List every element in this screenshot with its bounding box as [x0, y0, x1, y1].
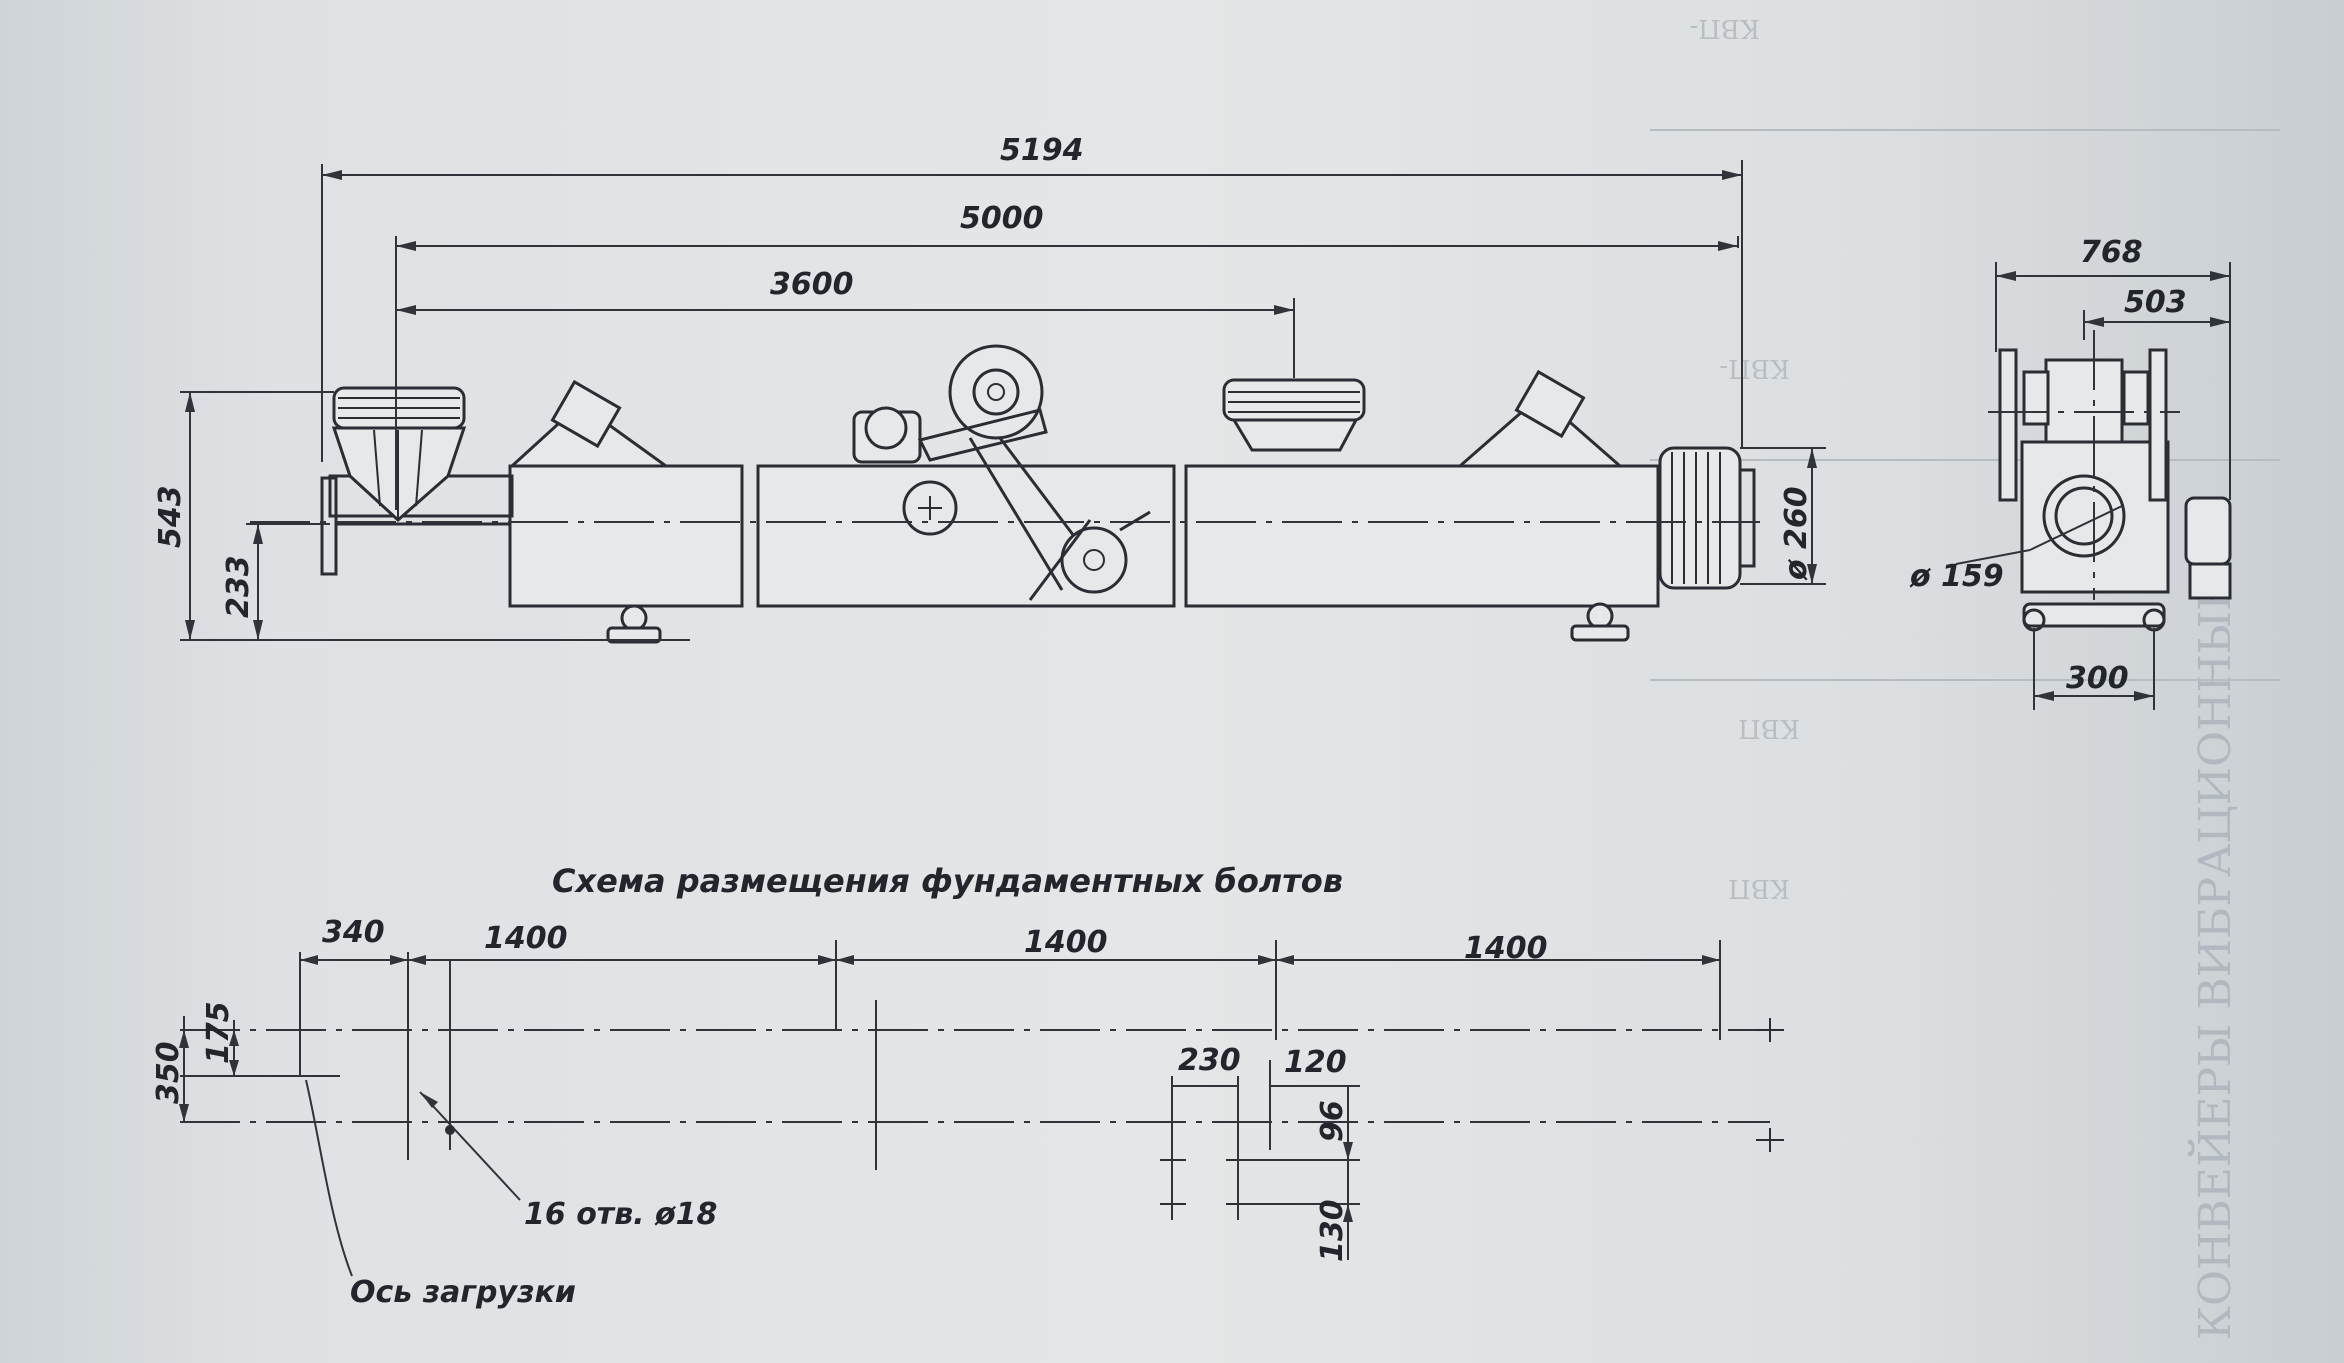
load-axis-label: Ось загрузки [350, 1275, 576, 1310]
inlet-flange [320, 476, 338, 576]
vibrator-1 [508, 379, 671, 468]
dim-340-label: 340 [322, 915, 385, 950]
elevation-view: 5194 5000 3600 543 [153, 133, 1826, 644]
dim-503-label: 503 [2124, 285, 2187, 320]
dim-350-label: 350 [151, 1041, 186, 1104]
holes-leader: 16 отв. ø18 [419, 1091, 717, 1232]
trough-section-3 [1184, 464, 1660, 608]
dim-length-between-axes: 5000 [395, 201, 1739, 510]
support-feet [606, 602, 1630, 644]
dim-768-label: 768 [2080, 235, 2143, 270]
dim-overall-length: 5194 [321, 133, 1743, 462]
dim-233-label: 233 [221, 555, 256, 618]
dim-1400-b-label: 1400 [1024, 925, 1108, 960]
dim-120-label: 120 [1284, 1045, 1347, 1080]
dim-300-label: 300 [2066, 661, 2129, 696]
middle-hopper [1222, 378, 1366, 452]
dim-detail-chain: 230 120 96 130 [1171, 1043, 1360, 1262]
vibrator-2 [1456, 369, 1624, 468]
svg-text:КОНВЕЙЕРЫ ВИБРАЦИОННЫЕ: КОНВЕЙЕРЫ ВИБРАЦИОННЫЕ [2187, 579, 2241, 1340]
dim-width-to-axis: 503 [2083, 285, 2230, 340]
dim-5000-label: 5000 [960, 201, 1044, 236]
dim-axis-height: 233 [221, 523, 330, 640]
dim-overall-width: 768 [1995, 235, 2231, 500]
outlet-bellows [1658, 446, 1756, 590]
dim-96-label: 96 [1315, 1100, 1350, 1142]
bolt-layout: Схема размещения фундаментных болтов [151, 862, 1784, 1310]
holes-label: 16 отв. ø18 [524, 1197, 717, 1232]
dim-543-label: 543 [153, 485, 188, 548]
dim-outlet-diameter: ø 260 [1740, 447, 1826, 585]
drive-unit [852, 344, 1151, 601]
bleed-through-texture: КВП- КВП- КВП КВП КОНВЕЙЕРЫ ВИБРАЦИОННЫЕ [1650, 13, 2280, 1340]
dim-d260-label: ø 260 [1779, 486, 1814, 581]
dim-230-label: 230 [1178, 1043, 1241, 1078]
dim-5194-label: 5194 [1000, 133, 1084, 168]
dim-base-width: 300 [2033, 628, 2155, 710]
trough-section-1 [508, 464, 744, 608]
dim-pitch-chain: 340 1400 1400 1400 [300, 915, 1720, 966]
svg-text:КВП: КВП [1728, 873, 1790, 903]
svg-text:КВП: КВП [1738, 713, 1800, 743]
dim-pipe-diameter: ø 159 [1909, 505, 2123, 594]
bolt-markers [445, 1018, 1784, 1216]
load-axis-leader: Ось загрузки [305, 1079, 576, 1310]
inlet-hopper [331, 386, 467, 523]
dim-row-spacing: 350 175 [151, 1001, 239, 1122]
dim-height: 543 [153, 391, 334, 640]
dim-175-label: 175 [201, 1001, 236, 1064]
dim-3600-label: 3600 [770, 267, 854, 302]
dim-drive-position: 3600 [396, 267, 1295, 378]
dim-d159-label: ø 159 [1909, 559, 2004, 594]
dim-1400-c-label: 1400 [1464, 931, 1548, 966]
dim-1400-a-label: 1400 [484, 921, 568, 956]
bolt-layout-caption: Схема размещения фундаментных болтов [552, 862, 1343, 900]
svg-text:КВП-: КВП- [1719, 353, 1790, 383]
dim-130-label: 130 [1315, 1199, 1350, 1262]
end-view: 768 503 300 ø 159 [1909, 235, 2232, 710]
svg-text:КВП-: КВП- [1689, 13, 1760, 43]
